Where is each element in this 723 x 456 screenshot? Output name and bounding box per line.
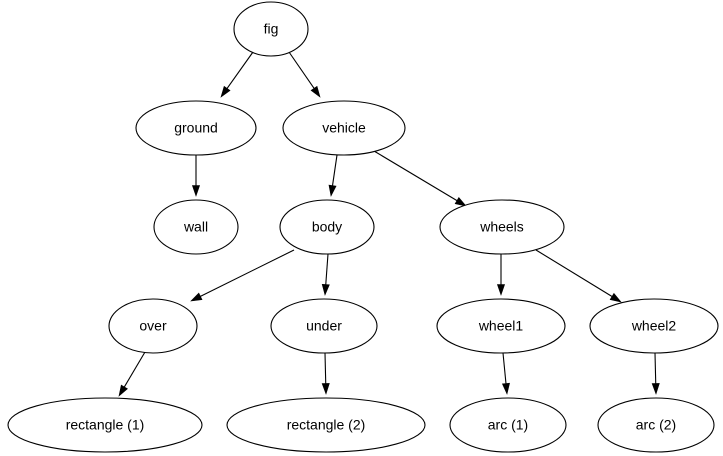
node-wheel1[interactable]: wheel1 — [436, 298, 566, 354]
arrowhead-icon — [310, 85, 321, 98]
edge-line — [373, 150, 458, 202]
arrowhead-icon — [501, 382, 510, 395]
node-label-wall: wall — [183, 219, 208, 235]
node-vehicle[interactable]: vehicle — [282, 100, 406, 156]
node-shape-rectangle1[interactable] — [7, 397, 203, 453]
edge-wheels-to-wheel1 — [496, 254, 506, 296]
node-shape-wall[interactable] — [153, 199, 239, 255]
edge-wheels-to-wheel2 — [535, 249, 622, 303]
arrowhead-icon — [609, 292, 622, 303]
node-under[interactable]: under — [270, 298, 378, 354]
node-label-fig: fig — [264, 21, 279, 37]
node-wall[interactable]: wall — [153, 199, 239, 255]
node-label-arc2: arc (2) — [636, 417, 676, 433]
edge-under-to-rectangle2 — [321, 352, 330, 395]
edge-fig-to-ground — [220, 51, 254, 98]
node-wheel2[interactable]: wheel2 — [589, 298, 719, 354]
nodes-layer: fig ground vehicle wall body wheels over under w… — [7, 1, 719, 453]
node-shape-ground[interactable] — [135, 100, 257, 156]
node-wheels[interactable]: wheels — [439, 199, 565, 255]
edge-body-to-under — [321, 253, 330, 296]
node-label-over: over — [139, 318, 167, 334]
edge-line — [226, 51, 254, 89]
edge-over-to-rectangle1 — [118, 351, 146, 397]
edge-line — [502, 352, 507, 384]
node-shape-wheels[interactable] — [439, 199, 565, 255]
node-label-wheel2: wheel2 — [631, 318, 677, 334]
edges-layer — [118, 51, 660, 397]
node-arc2[interactable]: arc (2) — [597, 397, 715, 453]
node-shape-arc2[interactable] — [597, 397, 715, 453]
node-rectangle1[interactable]: rectangle (1) — [7, 397, 203, 453]
edge-vehicle-to-body — [328, 154, 338, 197]
edge-body-to-over — [190, 249, 295, 302]
node-shape-body[interactable] — [279, 199, 375, 255]
arrowhead-icon — [454, 197, 467, 207]
node-rectangle2[interactable]: rectangle (2) — [226, 397, 426, 453]
edge-line — [123, 351, 146, 388]
node-shape-wheel2[interactable] — [589, 298, 719, 354]
edge-wheel2-to-arc2 — [651, 352, 660, 395]
node-shape-vehicle[interactable] — [282, 100, 406, 156]
node-label-body: body — [312, 219, 342, 235]
arrowhead-icon — [118, 384, 128, 397]
node-label-under: under — [306, 318, 342, 334]
edge-ground-to-wall — [191, 155, 201, 197]
edge-line — [654, 352, 657, 384]
arrowhead-icon — [328, 184, 337, 197]
arrowhead-icon — [220, 85, 231, 98]
edge-wheel1-to-arc1 — [501, 352, 510, 395]
edge-line — [324, 352, 327, 384]
arrowhead-icon — [321, 283, 330, 296]
node-label-vehicle: vehicle — [322, 120, 366, 136]
node-arc1[interactable]: arc (1) — [449, 397, 567, 453]
node-shape-fig[interactable] — [233, 1, 309, 57]
edge-line — [325, 253, 329, 285]
node-shape-under[interactable] — [270, 298, 378, 354]
edge-line — [288, 51, 315, 89]
arrowhead-icon — [190, 292, 203, 302]
edge-line — [200, 249, 295, 297]
node-over[interactable]: over — [108, 298, 198, 354]
node-label-wheels: wheels — [479, 219, 524, 235]
edge-line — [331, 154, 338, 186]
edge-fig-to-vehicle — [288, 51, 321, 98]
node-ground[interactable]: ground — [135, 100, 257, 156]
node-shape-wheel1[interactable] — [436, 298, 566, 354]
node-label-wheel1: wheel1 — [478, 318, 524, 334]
arrowhead-icon — [651, 383, 660, 395]
edge-vehicle-to-wheels — [373, 150, 467, 207]
node-shape-rectangle2[interactable] — [226, 397, 426, 453]
node-label-ground: ground — [174, 120, 218, 136]
arrowhead-icon — [191, 185, 201, 197]
node-shape-arc1[interactable] — [449, 397, 567, 453]
node-shape-over[interactable] — [108, 298, 198, 354]
node-label-arc1: arc (1) — [488, 417, 528, 433]
node-label-rectangle1: rectangle (1) — [66, 417, 145, 433]
edge-line — [535, 249, 613, 297]
arrowhead-icon — [321, 383, 330, 395]
arrowhead-icon — [496, 284, 506, 296]
node-body[interactable]: body — [279, 199, 375, 255]
node-label-rectangle2: rectangle (2) — [287, 417, 366, 433]
node-fig[interactable]: fig — [233, 1, 309, 57]
